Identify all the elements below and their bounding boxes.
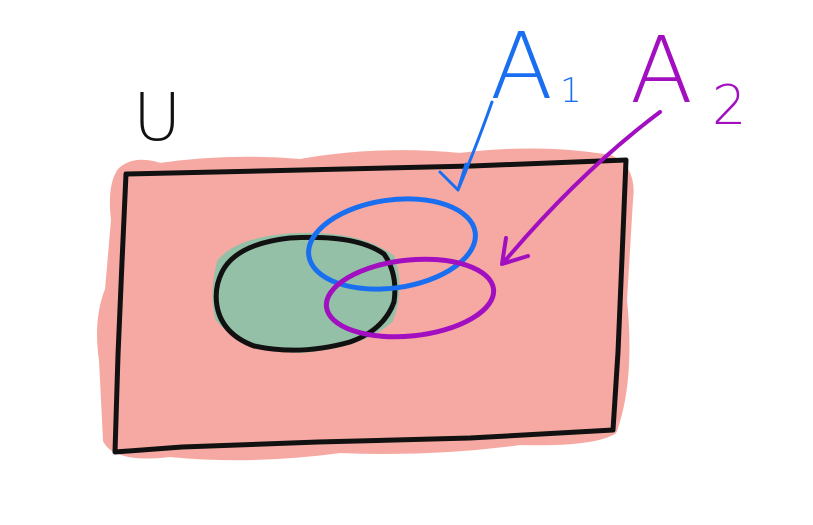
a1-arrow [438, 100, 494, 192]
set-a2-ellipse [323, 256, 497, 340]
a2-subscript: 2 [712, 74, 746, 137]
a2-arrow [500, 110, 662, 266]
universe-outline [112, 157, 629, 455]
a1-label: A [490, 13, 553, 120]
green-region-outline [213, 234, 398, 353]
a2-label: A [630, 17, 693, 124]
a1-subscript: 1 [560, 71, 582, 111]
set-a1-ellipse [306, 196, 478, 292]
universe-label: U [133, 79, 181, 156]
